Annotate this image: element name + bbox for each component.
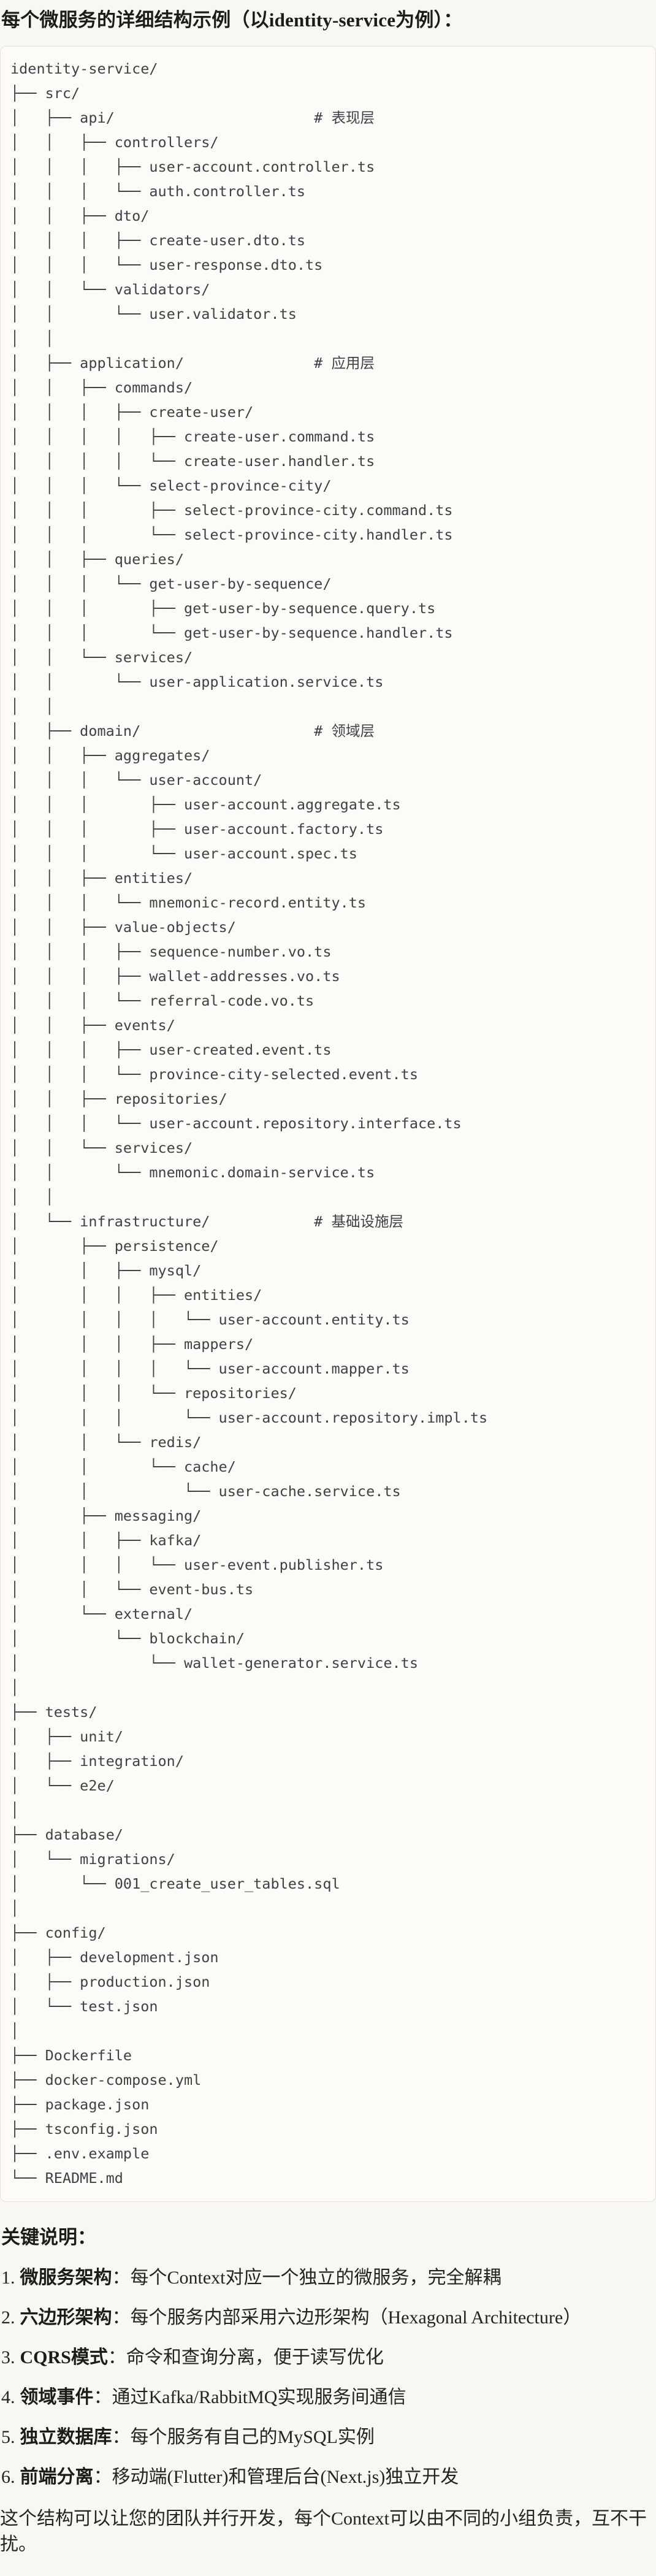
note-number: 5. (1, 2427, 15, 2447)
page-title: 每个微服务的详细结构示例（以identity-service为例）： (1, 9, 463, 31)
code-block: identity-service/ ├── src/ │ ├── api/ # … (0, 46, 656, 2202)
note-label: 微服务架构 (20, 2268, 112, 2288)
note-desc: ：每个Context对应一个独立的微服务，完全解耦 (112, 2268, 502, 2288)
note-label: 领域事件 (20, 2387, 94, 2407)
note-number: 6. (1, 2467, 15, 2487)
note-desc: ：每个服务有自己的MySQL实例 (112, 2427, 375, 2447)
note-number: 2. (1, 2307, 15, 2328)
note-desc: ：通过Kafka/RabbitMQ实现服务间通信 (93, 2387, 406, 2407)
notes-heading: 关键说明： (1, 2226, 96, 2248)
note-item: 4.领域事件：通过Kafka/RabbitMQ实现服务间通信 (1, 2385, 656, 2410)
note-desc: ：移动端(Flutter)和管理后台(Next.js)独立开发 (93, 2467, 459, 2487)
note-label: 独立数据库 (20, 2427, 112, 2447)
note-label: 前端分离 (20, 2467, 94, 2487)
note-desc: ：每个服务内部采用六边形架构（Hexagonal Architecture） (112, 2307, 582, 2328)
note-item: 5.独立数据库：每个服务有自己的MySQL实例 (1, 2425, 656, 2450)
note-number: 1. (1, 2268, 15, 2288)
closing-paragraph: 这个结构可以让您的团队并行开发，每个Context可以由不同的小组负责，互不干扰… (0, 2509, 647, 2555)
note-item: 2.六边形架构：每个服务内部采用六边形架构（Hexagonal Architec… (1, 2305, 656, 2331)
note-desc: ：命令和查询分离，便于读写优化 (107, 2347, 384, 2368)
note-item: 1.微服务架构：每个Context对应一个独立的微服务，完全解耦 (1, 2265, 656, 2291)
note-number: 4. (1, 2387, 15, 2407)
note-item: 3.CQRS模式：命令和查询分离，便于读写优化 (1, 2345, 656, 2371)
note-number: 3. (1, 2347, 15, 2368)
directory-tree-text: identity-service/ ├── src/ │ ├── api/ # … (10, 60, 488, 2187)
note-label: 六边形架构 (20, 2307, 112, 2328)
note-label: CQRS模式 (20, 2347, 108, 2368)
note-item: 6.前端分离：移动端(Flutter)和管理后台(Next.js)独立开发 (1, 2464, 656, 2490)
